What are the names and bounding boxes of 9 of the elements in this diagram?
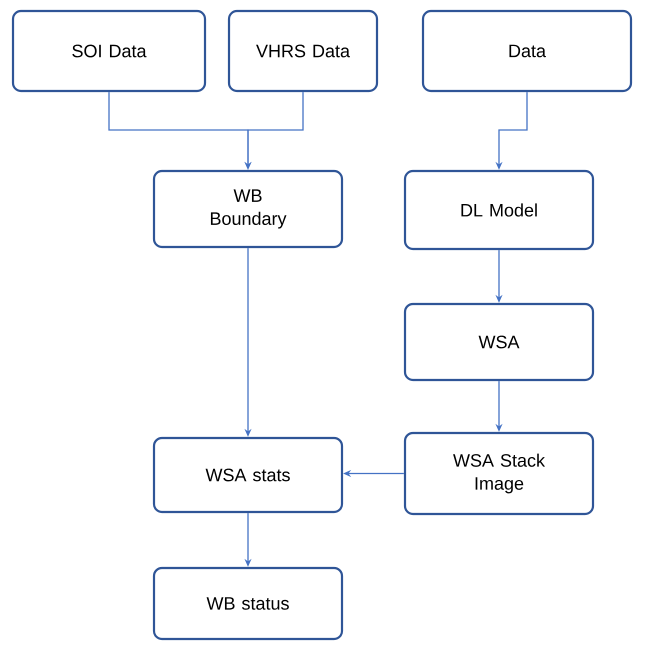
process-box: WB status xyxy=(152,566,344,640)
process-box: WSA Stack Image xyxy=(404,432,594,516)
process-box: Data xyxy=(422,10,632,92)
process-box: WSA xyxy=(404,302,594,382)
process-box: WB Boundary xyxy=(152,170,344,248)
process-box: VHRS Data xyxy=(228,10,378,92)
process-box: DL Model xyxy=(404,170,594,250)
process-box: WSA stats xyxy=(152,436,344,514)
process-box: SOI Data xyxy=(12,10,206,92)
